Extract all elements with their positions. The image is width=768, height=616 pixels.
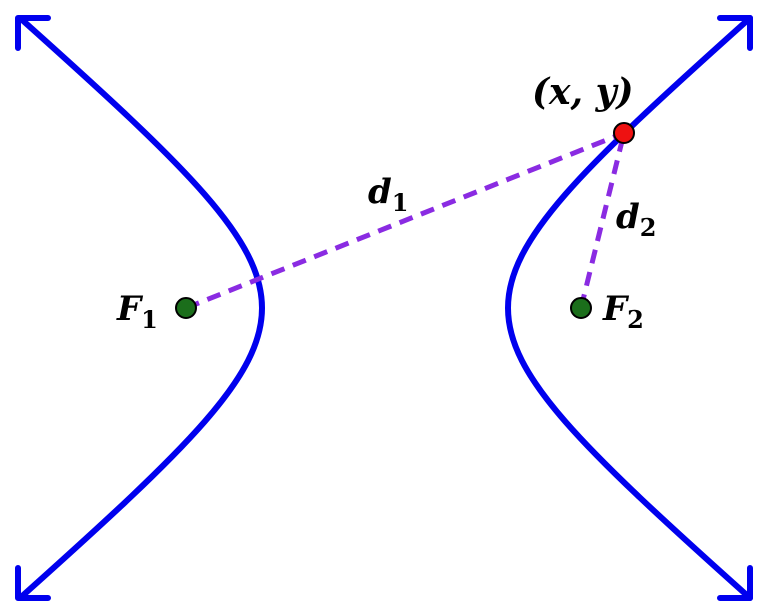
focus-f2-label: F2 [602,289,644,334]
focus-f2-point [570,297,592,319]
arrowhead-icon [717,15,753,51]
focus-f1-label-main: F [116,289,144,329]
d1-label-main: d [368,172,392,212]
arrowhead-icon [717,565,753,601]
point-label: (x, y) [532,71,634,113]
d2-label-main: d [616,197,640,237]
focus-f2-label-subscript: 2 [627,305,644,334]
d1-label-subscript: 1 [392,188,409,217]
distance-line-d1 [185,130,625,311]
arrowhead-icon [15,15,51,51]
focus-f1-label: F1 [116,289,158,334]
point-on-hyperbola [613,122,635,144]
focus-f1-label-subscript: 1 [141,305,158,334]
arrowhead-icon [15,565,51,601]
focus-f1-point [175,297,197,319]
d2-label-subscript: 2 [640,213,657,242]
d2-label: d2 [616,197,656,242]
d1-label: d1 [368,172,408,217]
distance-line-d2 [578,132,627,309]
focus-f2-label-main: F [602,289,630,329]
left-hyperbola-branch [17,15,266,601]
